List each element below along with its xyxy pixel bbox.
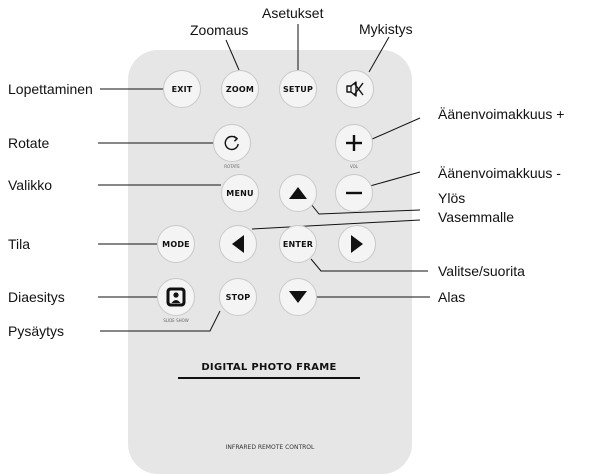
- enter-button[interactable]: ENTER: [279, 225, 317, 263]
- volume-up-button[interactable]: [335, 124, 373, 162]
- label-mykistys: Mykistys: [359, 21, 413, 37]
- right-button[interactable]: [338, 225, 376, 263]
- label-alas: Alas: [438, 289, 466, 305]
- triangle-up-icon: [288, 186, 308, 200]
- plus-icon: [344, 133, 364, 153]
- speaker-muted-icon: [345, 80, 365, 98]
- label-diaesitys: Diaesitys: [8, 289, 65, 305]
- triangle-right-icon: [350, 234, 364, 254]
- remote-title-underline: [178, 377, 360, 379]
- left-button[interactable]: [219, 225, 257, 263]
- up-button[interactable]: [279, 174, 317, 212]
- triangle-left-icon: [231, 234, 245, 254]
- down-button[interactable]: [279, 278, 317, 316]
- slideshow-button[interactable]: [157, 278, 195, 316]
- remote-title: DIGITAL PHOTO FRAME: [201, 362, 337, 373]
- label-zoomaus: Zoomaus: [190, 22, 249, 38]
- rotate-button[interactable]: [213, 124, 251, 162]
- setup-button[interactable]: SETUP: [279, 70, 317, 108]
- rotate-sublabel: ROTATE: [224, 164, 240, 169]
- remote-footer: INFRARED REMOTE CONTROL: [225, 444, 315, 451]
- label-valikko: Valikko: [8, 177, 53, 193]
- label-aanenvoimakkuus-plus: Äänenvoimakkuus +: [438, 106, 565, 122]
- menu-button[interactable]: MENU: [221, 174, 259, 212]
- rotate-arrow-icon: [222, 133, 242, 153]
- label-rotate: Rotate: [8, 135, 50, 151]
- slideshow-icon: [165, 286, 187, 308]
- mute-button[interactable]: [336, 70, 374, 108]
- triangle-down-icon: [288, 290, 308, 304]
- label-tila: Tila: [8, 236, 31, 252]
- label-pysaytys: Pysäytys: [8, 323, 65, 339]
- vol-sublabel: VOL: [349, 164, 359, 169]
- slide-show-sublabel: SLIDE SHOW: [163, 318, 189, 323]
- volume-down-button[interactable]: [335, 174, 373, 212]
- stop-button[interactable]: STOP: [219, 278, 257, 316]
- minus-icon: [344, 190, 364, 196]
- zoom-button[interactable]: ZOOM: [221, 70, 259, 108]
- label-vasemmalle: Vasemmalle: [438, 209, 514, 225]
- mode-button[interactable]: MODE: [157, 225, 195, 263]
- label-asetukset: Asetukset: [262, 5, 324, 21]
- label-aanenvoimakkuus-minus: Äänenvoimakkuus -: [438, 165, 561, 181]
- label-lopettaminen: Lopettaminen: [8, 81, 93, 97]
- label-ylos: Ylös: [438, 190, 466, 206]
- exit-button[interactable]: EXIT: [163, 70, 201, 108]
- label-valitse-suorita: Valitse/suorita: [438, 263, 525, 279]
